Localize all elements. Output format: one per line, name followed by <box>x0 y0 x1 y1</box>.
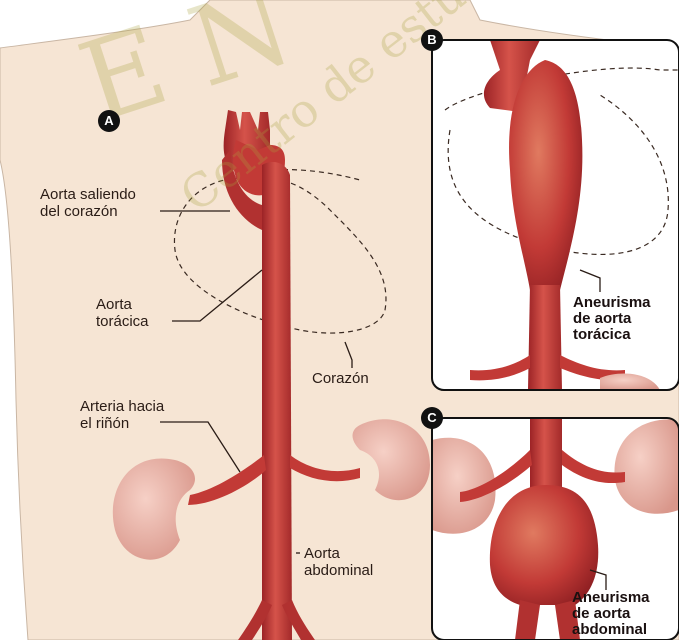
label-line: Aorta <box>96 296 149 313</box>
panel-b-badge: B <box>421 29 443 51</box>
label-line: de aorta <box>573 311 651 327</box>
panel-c-badge: C <box>421 407 443 429</box>
label-line: abdominal <box>304 562 373 579</box>
label-heart: Corazón <box>312 370 369 387</box>
label-line: el riñón <box>80 415 164 432</box>
label-thoracic-aorta: Aorta torácica <box>96 296 149 330</box>
label-line: del corazón <box>40 203 136 220</box>
label-line: torácica <box>573 327 651 343</box>
label-aorta-leaving-heart: Aorta saliendo del corazón <box>40 186 136 220</box>
panel-a-badge: A <box>98 110 120 132</box>
label-line: Aorta saliendo <box>40 186 136 203</box>
label-abdominal-aorta: Aorta abdominal <box>304 545 373 579</box>
label-line: Aneurisma <box>572 590 650 606</box>
label-line: abdominal <box>572 622 650 638</box>
label-line: torácica <box>96 313 149 330</box>
label-abdominal-aneurysm: Aneurisma de aorta abdominal <box>572 590 650 638</box>
label-line: Aneurisma <box>573 295 651 311</box>
label-kidney-artery: Arteria hacia el riñón <box>80 398 164 432</box>
label-line: Arteria hacia <box>80 398 164 415</box>
label-line: de aorta <box>572 606 650 622</box>
label-line: Aorta <box>304 545 373 562</box>
label-thoracic-aneurysm: Aneurisma de aorta torácica <box>573 295 651 343</box>
